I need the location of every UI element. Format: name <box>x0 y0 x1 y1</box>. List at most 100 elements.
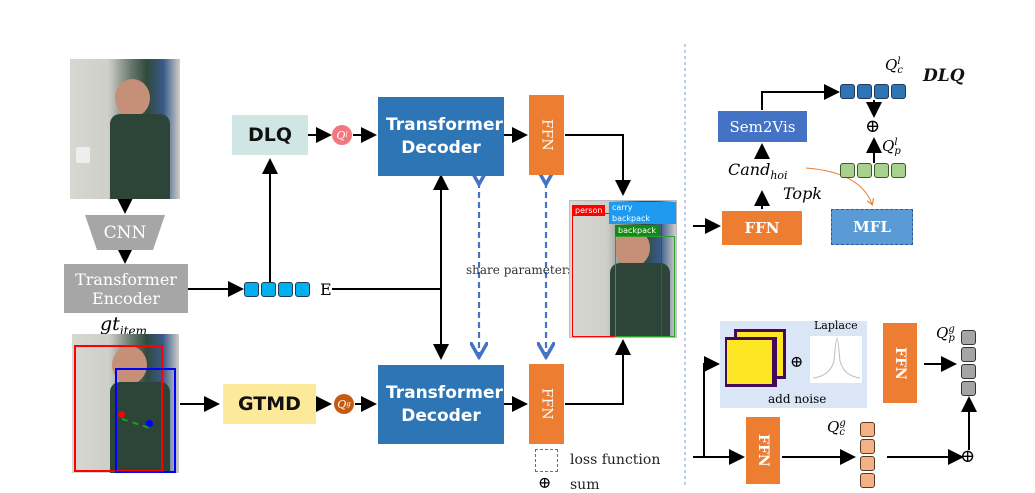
tag-carry-backpack: carry backpack <box>609 202 676 224</box>
gt-content-token <box>860 439 875 454</box>
transformer-decoder-top-label: Transformer Decoder <box>386 114 503 158</box>
legend-sum-label: sum <box>570 477 600 493</box>
gtmd-ffn-bottom-label: FFN <box>755 434 771 467</box>
gtmd-sum-icon: ⊕ <box>960 446 976 467</box>
tag-person: person <box>572 205 606 216</box>
gt-position-token <box>961 364 976 379</box>
embedding-label: E <box>320 280 332 299</box>
cnn-block: CNN <box>85 215 165 250</box>
content-query-token <box>840 84 855 99</box>
shirt-shape <box>610 263 670 337</box>
cand-sub: hoi <box>770 169 788 183</box>
position-query-token <box>891 163 906 178</box>
laplace-curve <box>812 337 861 379</box>
qp-sup: l <box>894 137 898 148</box>
ffn-bottom-label: FFN <box>538 388 555 420</box>
mfl-loss-block: MFL <box>831 209 913 245</box>
transformer-decoder-bottom-label: Transformer Decoder <box>386 382 503 426</box>
noise-sum-icon: ⊕ <box>790 352 804 371</box>
gtmd-ffn-top-block: FFN <box>882 322 918 404</box>
qc-main: Q <box>885 56 898 74</box>
ground-truth-image <box>72 334 179 473</box>
tag-backpack: backpack <box>615 225 660 236</box>
cnn-label: CNN <box>103 222 147 243</box>
legend-loss-function-swatch <box>535 449 558 472</box>
embedding-token <box>244 282 259 297</box>
qp-main: Q <box>882 137 895 155</box>
cnn-trapezoid-shape <box>85 215 165 250</box>
qc-sub: c <box>839 427 845 438</box>
topk-label: Topk <box>783 184 822 203</box>
qc-sup: g <box>839 418 846 429</box>
embedding-tokens <box>244 282 320 297</box>
embedding-token <box>261 282 276 297</box>
gt-content-token <box>860 473 875 488</box>
cand-main: Cand <box>728 160 771 179</box>
qg-sup: g <box>346 400 351 408</box>
qp-sup: g <box>948 324 955 335</box>
gtmd-ffn-top-label: FFN <box>892 346 908 380</box>
qc-sub: c <box>897 65 903 76</box>
dlq-position-queries <box>840 163 906 178</box>
content-query-token <box>857 84 872 99</box>
laplace-label: Laplace <box>814 319 858 332</box>
mfl-label: MFL <box>853 218 891 236</box>
position-query-token <box>857 163 872 178</box>
transformer-decoder-bottom: Transformer Decoder <box>378 365 504 444</box>
input-image <box>70 59 180 199</box>
gtmd-position-queries <box>961 330 976 396</box>
gtmd-label: GTMD <box>238 393 301 415</box>
backpack-bbox <box>115 368 176 473</box>
transformer-encoder-block: Transformer Encoder <box>64 264 188 313</box>
ffn-top: FFN <box>529 95 564 175</box>
face-shape <box>115 79 150 117</box>
gt-position-token <box>961 347 976 362</box>
legend-sum-icon: ⊕ <box>538 473 552 492</box>
dlq-content-queries <box>840 84 906 99</box>
heatmap-stack <box>725 329 787 389</box>
cup-shape <box>76 147 90 163</box>
gtmd-ffn-bottom-block: FFN <box>745 416 781 485</box>
gt-position-token <box>961 381 976 396</box>
gtmd-block: GTMD <box>223 384 316 424</box>
content-query-token <box>891 84 906 99</box>
cand-hoi-label: Candhoi <box>728 160 788 182</box>
legend-loss-function-label: loss function <box>570 452 661 468</box>
backpack-bbox <box>615 236 675 337</box>
qc-main: Q <box>827 418 840 436</box>
share-parameters-label: share parameters <box>466 263 574 277</box>
qp-sub: p <box>948 333 955 344</box>
dlq-ffn-label: FFN <box>744 219 780 237</box>
dlq-sum-icon: ⊕ <box>865 116 881 137</box>
dlq-ffn-block: FFN <box>721 210 803 246</box>
content-query-token <box>874 84 889 99</box>
output-prediction-image: person carry backpack backpack <box>569 200 677 338</box>
dlq-label: DLQ <box>247 124 293 146</box>
qg-label: Q <box>337 397 347 411</box>
face-shape <box>112 346 147 384</box>
object-center-dot <box>146 420 153 427</box>
heatmap-front-fill <box>727 340 772 384</box>
gt-position-token <box>961 330 976 345</box>
dlq-block: DLQ <box>232 115 308 155</box>
ffn-top-label: FFN <box>538 119 555 151</box>
ql-sup: l <box>345 131 348 139</box>
shirt-shape <box>110 382 170 473</box>
ql-label: Q <box>336 128 346 142</box>
ffn-bottom: FFN <box>529 364 564 444</box>
embedding-token <box>295 282 310 297</box>
sem2vis-block: Sem2Vis <box>717 110 808 143</box>
gtmd-content-queries <box>860 422 875 488</box>
person-center-dot <box>118 411 125 418</box>
sem2vis-label: Sem2Vis <box>729 117 796 136</box>
gt-item-main: gt <box>100 313 120 335</box>
add-noise-label: add noise <box>768 392 827 406</box>
gt-content-token <box>860 422 875 437</box>
